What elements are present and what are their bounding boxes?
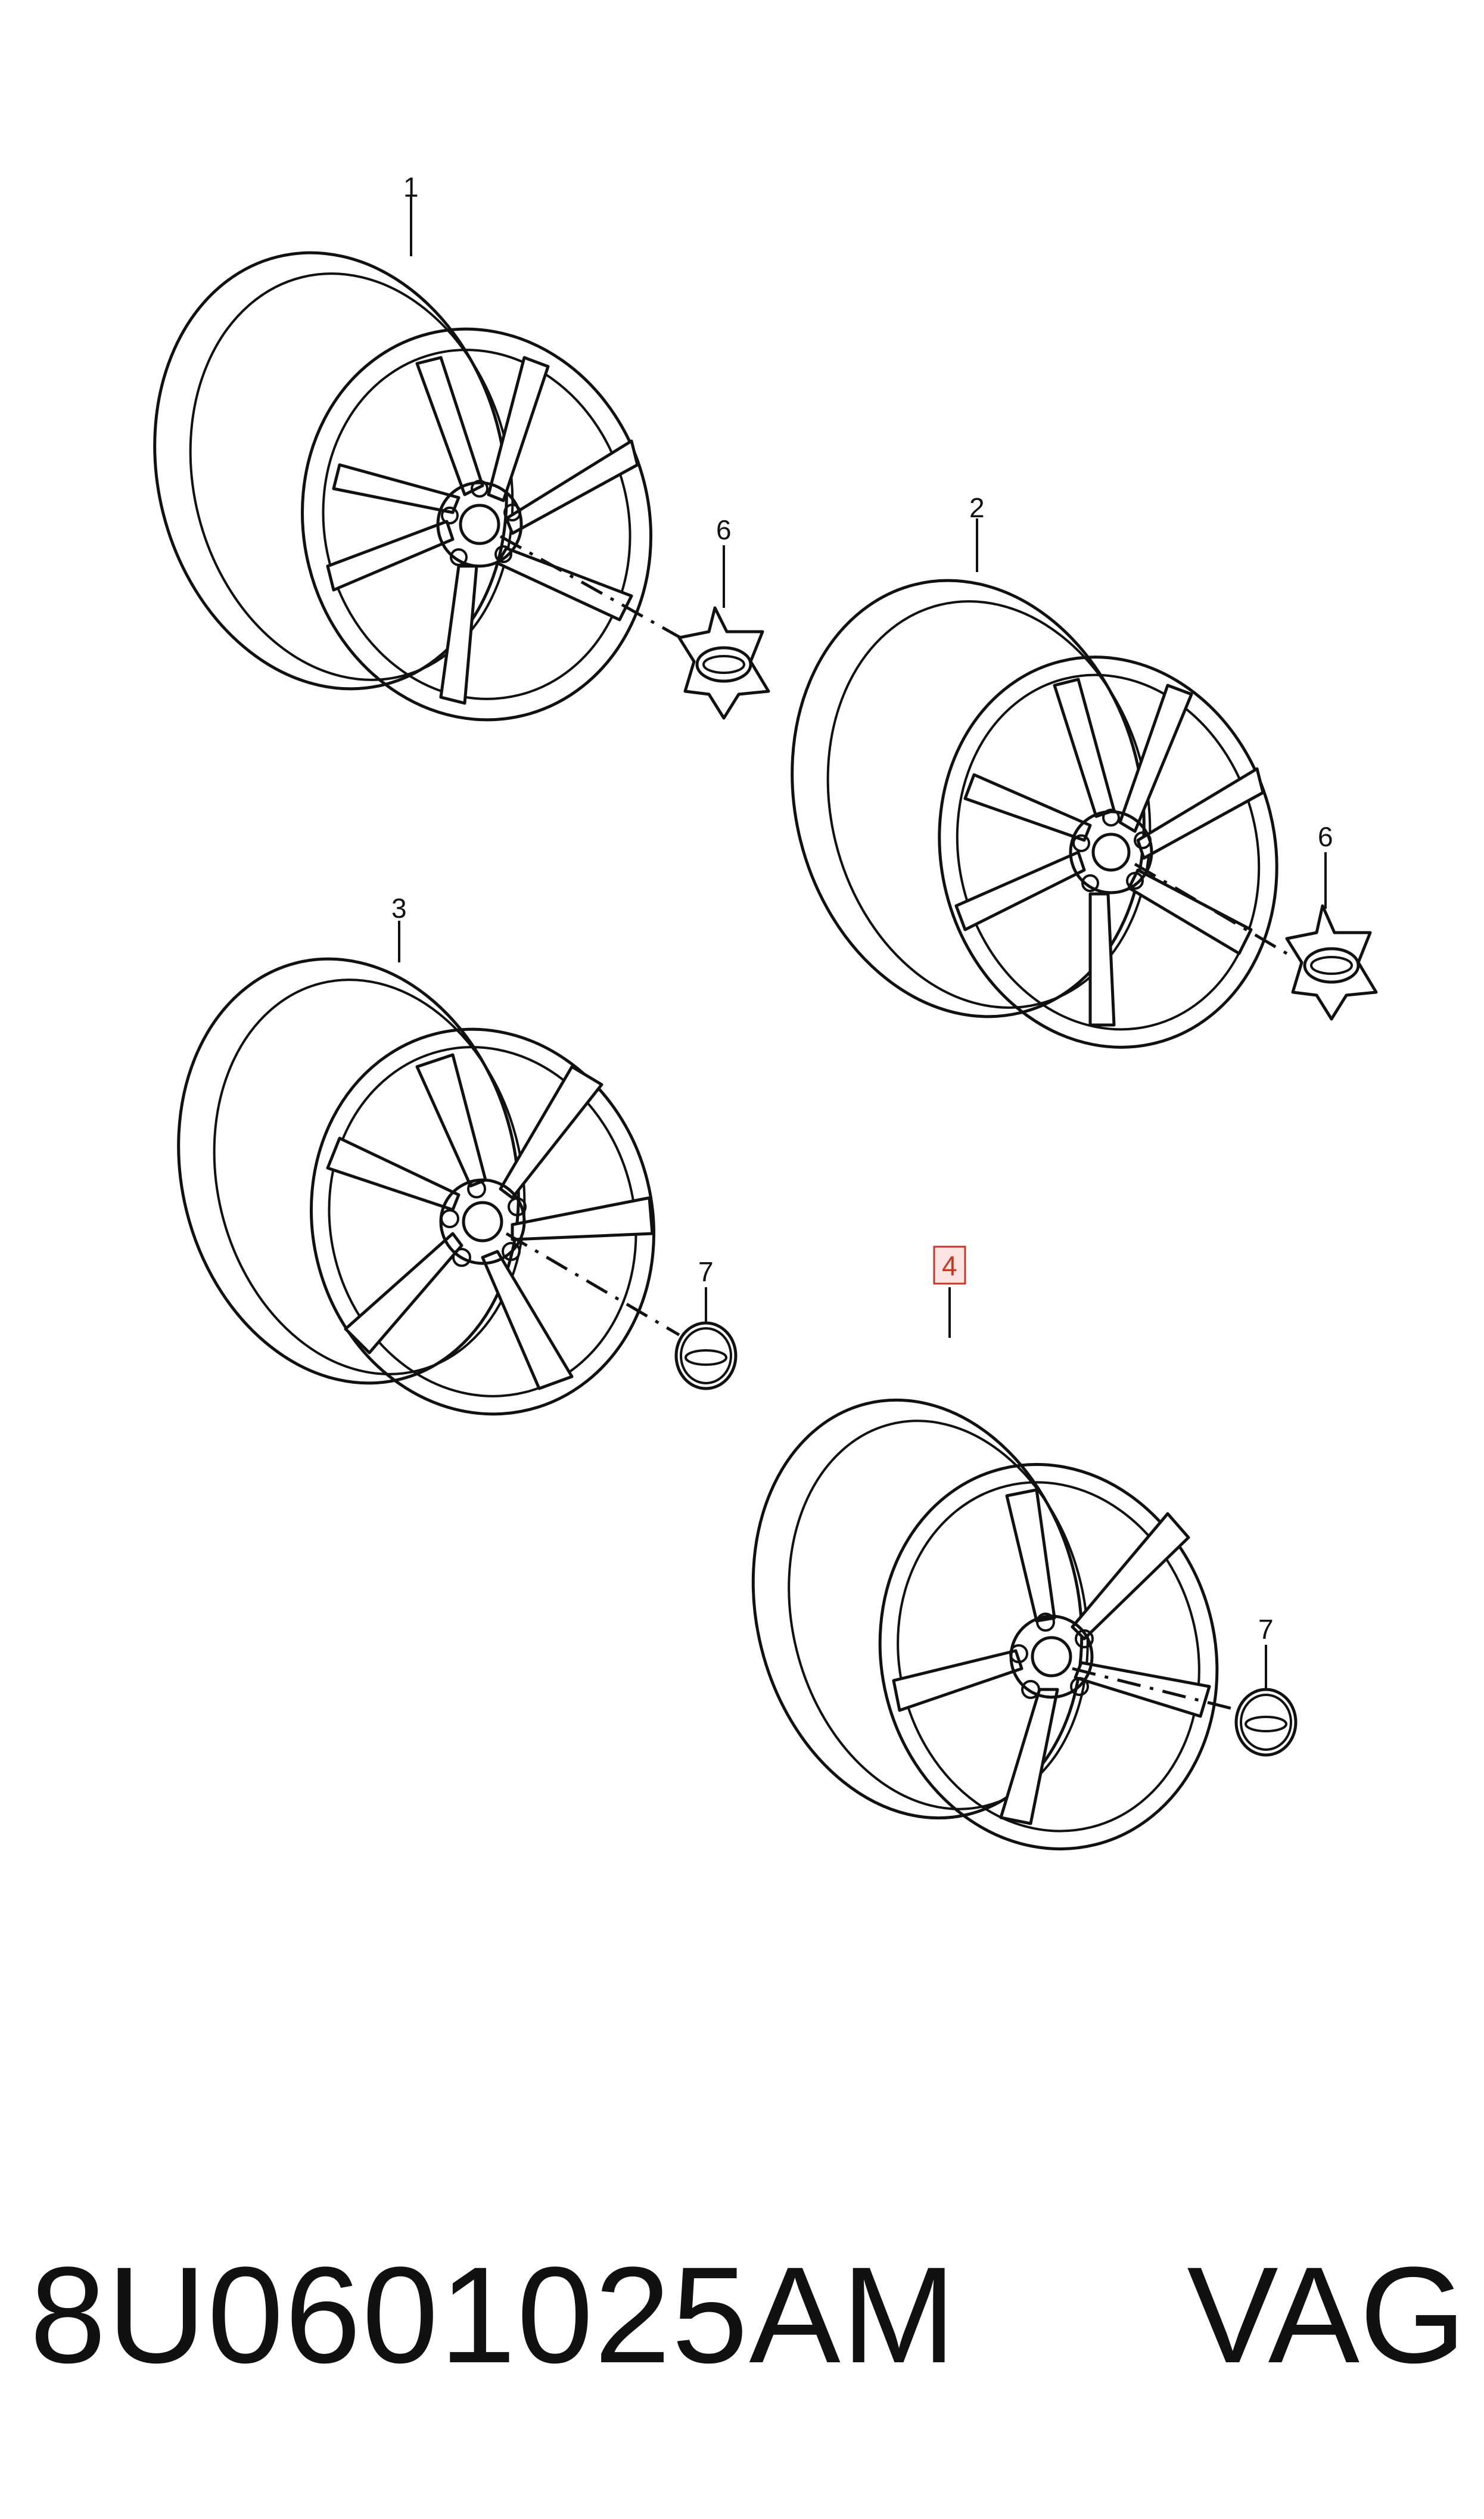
axis-line-3 <box>505 1232 680 1337</box>
callout-6b: 6 <box>1318 821 1333 852</box>
brand-label: VAG <box>1187 2238 1466 2391</box>
callout-6a: 6 <box>716 514 732 545</box>
center-cap-7a[interactable] <box>674 1321 738 1390</box>
wheel-1[interactable] <box>110 215 692 757</box>
callout-4-highlight-box <box>933 1245 966 1285</box>
center-cap-7b[interactable] <box>1234 1688 1298 1757</box>
callout-1: 1 <box>403 172 419 203</box>
axis-line-2 <box>1134 862 1288 955</box>
wheel-3[interactable] <box>135 923 694 1450</box>
callout-2: 2 <box>969 492 985 523</box>
axis-line-1 <box>499 535 692 645</box>
callout-3: 3 <box>391 893 407 924</box>
axis-line-4 <box>1072 1667 1240 1712</box>
part-number: 8U0601025AM <box>30 2238 957 2391</box>
wheel-4[interactable] <box>710 1365 1257 1885</box>
center-cap-6b[interactable] <box>1285 904 1378 1021</box>
callout-7a: 7 <box>698 1256 714 1287</box>
callout-4: 4 <box>942 1250 957 1281</box>
center-cap-6a[interactable] <box>677 606 770 720</box>
callout-7b: 7 <box>1258 1614 1274 1645</box>
wheel-2[interactable] <box>747 543 1317 1083</box>
